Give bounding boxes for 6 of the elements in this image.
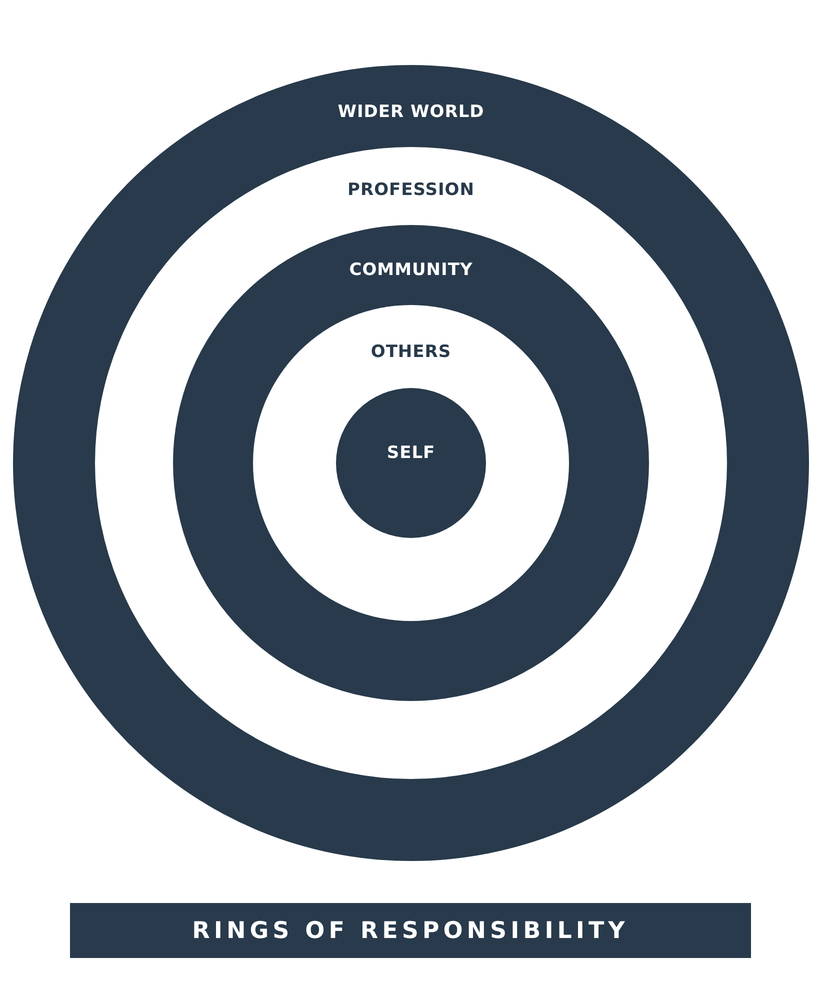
ring-label: OTHERS — [370, 342, 452, 362]
ring-label: COMMUNITY — [349, 260, 473, 280]
ring-label: PROFESSION — [348, 180, 474, 200]
title-text: RINGS OF RESPONSIBILITY — [192, 918, 629, 944]
ring-label: SELF — [386, 443, 436, 463]
ring-label: WIDER WORLD — [338, 102, 484, 122]
